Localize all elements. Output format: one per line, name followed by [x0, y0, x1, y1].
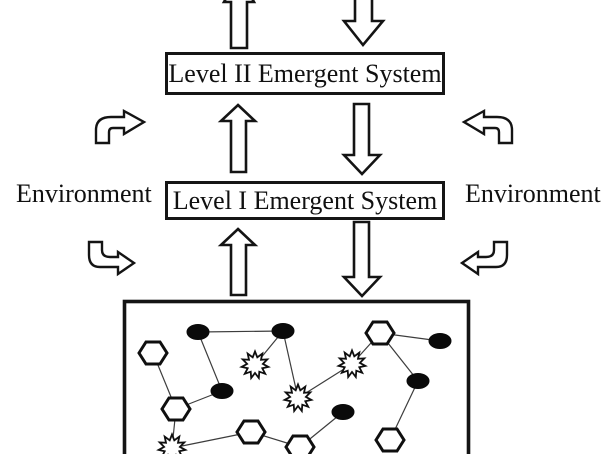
curved-elbow-arrow-icon-upper-left — [94, 108, 147, 145]
up-block-arrow-icon-lower — [217, 227, 259, 297]
network-node-starburst — [336, 348, 368, 380]
curved-elbow-arrow-icon-lower-right — [459, 240, 509, 277]
network-node-ellipse — [406, 373, 430, 389]
network-node-hexagon — [284, 434, 316, 454]
curved-elbow-arrow-icon-lower-left — [87, 240, 137, 277]
network-node-hexagon — [160, 396, 192, 422]
network-node-ellipse — [186, 324, 210, 340]
network-node-ellipse — [331, 404, 355, 420]
network-edge — [282, 330, 299, 399]
down-block-arrow-icon-middle — [340, 102, 384, 176]
network-node-ellipse — [428, 333, 452, 349]
network-edge — [197, 331, 223, 392]
network-node-hexagon — [364, 320, 396, 346]
curved-elbow-arrow-icon-upper-right — [461, 108, 514, 145]
network-node-starburst — [239, 349, 271, 381]
substrate-box-border — [122, 299, 471, 454]
network-node-ellipse — [271, 323, 295, 339]
level1-box-label: Level I Emergent System — [172, 185, 438, 215]
down-block-arrow-icon-lower — [340, 220, 384, 298]
environment-label-right: Environment — [465, 179, 601, 208]
network-node-starburst — [282, 382, 314, 414]
level1-emergent-system-box: Level I Emergent System — [165, 181, 445, 220]
network-node-hexagon — [374, 427, 406, 453]
network-node-hexagon — [137, 340, 169, 366]
environment-label-left: Environment — [16, 179, 152, 208]
network-edge — [197, 330, 284, 333]
up-block-arrow-icon-middle — [217, 103, 259, 174]
level2-emergent-system-box: Level II Emergent System — [165, 52, 445, 95]
network-node-ellipse — [210, 383, 234, 399]
level2-box-label: Level II Emergent System — [168, 58, 442, 88]
down-block-arrow-icon-top — [341, 0, 386, 48]
network-node-hexagon — [235, 419, 267, 445]
network-node-starburst — [156, 432, 188, 454]
up-block-arrow-icon-top — [221, 0, 257, 50]
